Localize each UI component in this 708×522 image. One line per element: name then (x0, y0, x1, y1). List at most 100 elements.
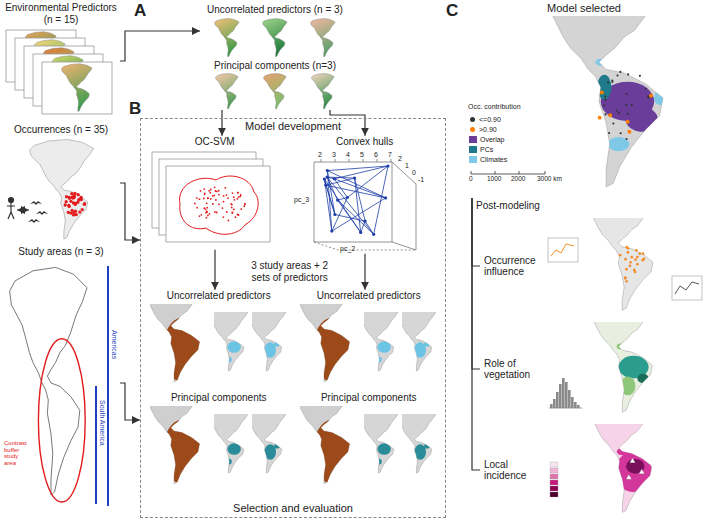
panel-title: Uncorrelated predictors (167, 290, 271, 302)
legend-dot (470, 117, 475, 122)
model-development-box: Model developmentSelection and evaluatio… (140, 118, 446, 518)
axis-tick-holder: 7 (388, 151, 392, 158)
map-illustration (200, 18, 350, 58)
map-illustration (200, 73, 350, 110)
axis-tick: 4 (346, 151, 350, 158)
legend-row: Climates (469, 154, 507, 164)
map-illustration (2, 260, 120, 520)
map-illustration (546, 216, 706, 316)
axis-tick: 2 (398, 155, 402, 162)
panel-title: Principal components (171, 392, 267, 404)
panel-letter-holder: A (134, 2, 146, 19)
scale-label-holder: 2000 (511, 176, 525, 183)
study-area-panel: Study areas (n = 3) (2, 246, 120, 520)
panel-title: Role of vegetation (484, 358, 544, 381)
map-illustration (546, 320, 706, 418)
legend-text: >0.90 (479, 126, 497, 133)
method-panel: Convex hulls (292, 136, 438, 254)
panel-title: Model development (245, 120, 341, 133)
axis-tick: -1 (418, 176, 424, 183)
panel-title: Uncorrelated predictors (n = 3) (207, 4, 343, 16)
scale-label: 1000 (487, 176, 501, 183)
axis-tick-holder: 3 (332, 151, 336, 158)
map-illustration (146, 406, 292, 488)
axis-tick-holder: 2 (318, 151, 322, 158)
connector (472, 198, 480, 470)
panel-letter: A (134, 2, 146, 19)
legend-title-holder: Occ. contribution (468, 103, 521, 110)
panel-title: Environmental Predictors (n = 15) (4, 2, 118, 25)
model-map-panel: Model selected (462, 2, 706, 198)
connector (364, 254, 365, 290)
legend-swatch (469, 146, 477, 153)
axis-title-holder: pc_2 (340, 245, 355, 252)
legend-box: <=0.90 >0.90OverlapPCsClimates (466, 113, 510, 165)
panel-title: Study areas (n = 3) (18, 246, 103, 258)
scale-label: 3000 km (537, 176, 562, 183)
result-panel: Uncorrelated predictors (296, 290, 442, 386)
axis-title-holder: pc_3 (294, 196, 309, 203)
axis-tick-holder: 2 (398, 155, 402, 162)
legend-text: PCs (480, 146, 493, 153)
axis-tick: 6 (374, 151, 378, 158)
axis-tick: 0 (412, 169, 416, 176)
post-model-panel: Role of vegetation (480, 320, 706, 418)
note-box: 3 study areas + 2 sets of predictors (240, 258, 340, 286)
post-model-panel: Local incidence (480, 422, 706, 518)
connector (120, 383, 140, 420)
panel-title: Uncorrelated predictors (317, 290, 421, 302)
panel-letter: B (129, 100, 141, 117)
map-illustration (292, 150, 438, 254)
axis-tick: 3 (332, 151, 336, 158)
axis-tick-holder: 5 (360, 151, 364, 158)
axis-tick-holder: 0 (412, 169, 416, 176)
panel-title: OC-SVM (195, 136, 235, 148)
legend-row: <=0.90 (469, 114, 507, 124)
panel-title: Convex hulls (336, 136, 393, 148)
axis-tick-holder: -1 (418, 176, 424, 183)
legend-text: Overlap (480, 136, 505, 143)
legend-row: Overlap (469, 134, 507, 144)
axis-tick-holder: 6 (374, 151, 378, 158)
axis-title: pc_3 (294, 196, 309, 203)
panel-title: Selection and evaluation (233, 502, 353, 515)
result-panel: Uncorrelated predictors (146, 290, 292, 386)
map-illustration (150, 150, 280, 250)
post-model-panel: Occurrence influence (480, 216, 706, 316)
scale-label-holder: 0 (469, 176, 473, 183)
map-illustration (146, 304, 292, 386)
map-annotation-holder: Contrast buffer study area (4, 440, 32, 466)
connector (214, 250, 215, 290)
map-illustration (296, 406, 442, 488)
map-annotation-holder: Americas (110, 330, 118, 359)
map-annotation: Contrast buffer study area (4, 440, 32, 466)
scale-label-holder: 1000 (487, 176, 501, 183)
panel-letter-holder: C (446, 2, 458, 19)
panel-title: Local incidence (484, 459, 544, 482)
occurrence-panel: Occurrences (n = 35) (2, 124, 120, 242)
panel-title: Principal components (321, 392, 417, 404)
legend-row: >0.90 (469, 124, 507, 134)
axis-tick: 7 (388, 151, 392, 158)
legend-swatch (469, 136, 477, 143)
map-annotation: South America (98, 400, 106, 446)
axis-tick: 2 (318, 151, 322, 158)
legend-dot (470, 127, 475, 132)
axis-tick-holder: 4 (346, 151, 350, 158)
predictor-set: Principal components (n=3) (200, 60, 350, 110)
edge-label: Post-modeling (476, 201, 540, 211)
edge-label-holder: Post-modeling (476, 201, 540, 211)
panel-letter: C (446, 2, 458, 19)
map-annotation: Americas (110, 330, 118, 359)
legend-swatch (469, 156, 477, 163)
panel-title: Principal components (n=3) (214, 60, 336, 72)
axis-tick: 5 (360, 151, 364, 158)
connector (120, 31, 200, 61)
map-illustration (546, 422, 706, 518)
method-panel: OC-SVM (150, 136, 280, 250)
axis-tick-holder: 1 (405, 162, 409, 169)
axis-title: pc_2 (340, 245, 355, 252)
scale-label-holder: 3000 km (537, 176, 562, 183)
connector (221, 110, 222, 136)
